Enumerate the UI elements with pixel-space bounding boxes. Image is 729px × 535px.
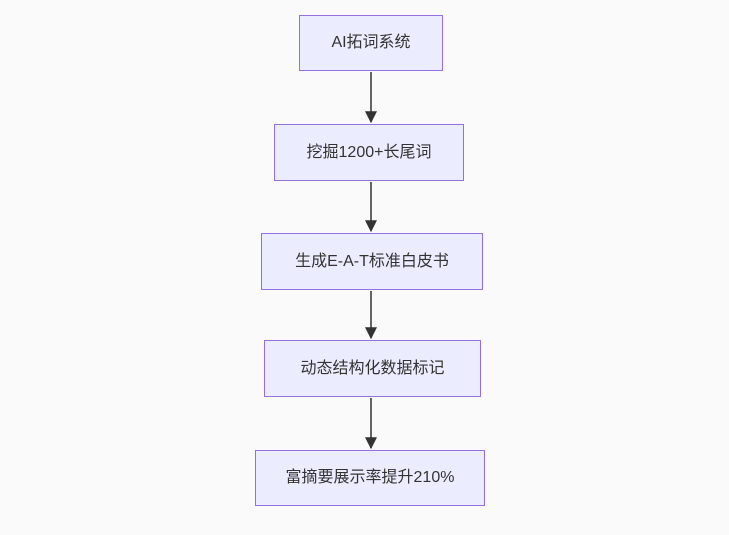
- flow-node-structured-data-markup: 动态结构化数据标记: [264, 340, 481, 397]
- flow-node-eat-whitepaper: 生成E-A-T标准白皮书: [261, 233, 483, 290]
- flow-node-label: 富摘要展示率提升210%: [285, 469, 455, 487]
- flow-node-label: 动态结构化数据标记: [300, 359, 445, 377]
- flow-node-label: 生成E-A-T标准白皮书: [295, 252, 449, 270]
- flow-node-label: 挖掘1200+长尾词: [306, 143, 432, 161]
- flow-node-rich-snippet-uplift: 富摘要展示率提升210%: [255, 450, 485, 506]
- flow-node-longtail-mining: 挖掘1200+长尾词: [274, 124, 464, 181]
- flow-node-ai-expansion-system: AI拓词系统: [299, 15, 443, 71]
- flow-node-label: AI拓词系统: [331, 34, 411, 52]
